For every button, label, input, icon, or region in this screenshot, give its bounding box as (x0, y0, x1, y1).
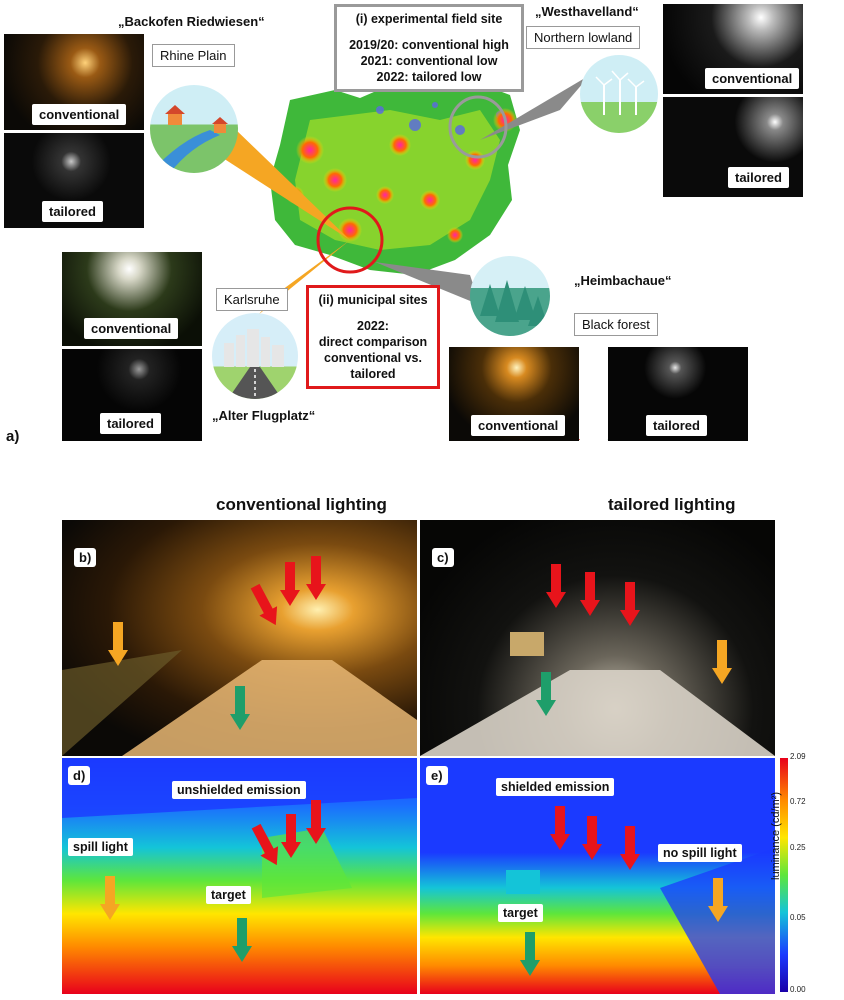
photo-alter-flugplatz-tailored: tailored (62, 349, 202, 441)
site-name-westhavelland: „Westhavelland“ (535, 4, 639, 19)
site-name-alter-flugplatz: „Alter Flugplatz“ (212, 408, 316, 423)
colorbar-tick: 0.05 (790, 913, 806, 922)
region-rhine-plain: Rhine Plain (152, 44, 235, 67)
rhine-plain-illustration (150, 85, 238, 173)
annotation-target: target (498, 904, 543, 922)
experimental-line: 2022: tailored low (376, 70, 482, 84)
experimental-line: 2019/20: conventional high (349, 38, 509, 52)
annotation-shielded-emission: shielded emission (496, 778, 615, 796)
experimental-site-title: (i) experimental field site (355, 12, 503, 26)
panel-c-photo: c) (420, 520, 775, 756)
photo-heimbachaue-tailored: tailored (608, 347, 748, 441)
colorbar-tick: 0.25 (790, 843, 806, 852)
photo-label-conventional: conventional (32, 104, 127, 125)
luminance-colorbar (780, 758, 788, 992)
photo-westhavelland-conventional: conventional (663, 4, 803, 94)
panel-e-luminance: e) shielded emission no spill light targ… (420, 758, 775, 994)
municipal-site-title: (ii) municipal sites (318, 293, 428, 307)
photo-westhavelland-tailored: tailored (663, 97, 803, 197)
municipal-site-box: (ii) municipal sites 2022: direct compar… (306, 285, 440, 389)
photo-label-tailored: tailored (646, 415, 707, 436)
annotation-no-spill-light: no spill light (658, 844, 742, 862)
panel-d-luminance: d) unshielded emission spill light targe… (62, 758, 417, 994)
annotation-target: target (206, 886, 251, 904)
colorbar-title: luminance (cd/m²) (770, 791, 782, 880)
photo-alter-flugplatz-conventional: conventional (62, 252, 202, 346)
municipal-line: tailored (350, 367, 396, 381)
panel-e-label: e) (426, 766, 448, 785)
photo-label-tailored: tailored (42, 201, 103, 222)
experimental-line: 2021: conventional low (360, 54, 498, 68)
panel-b-photo: b) (62, 520, 417, 756)
panel-a-label: a) (6, 428, 20, 445)
wind-turbine-illustration (580, 55, 658, 133)
site-name-backofen: „Backofen Riedwiesen“ (118, 14, 265, 29)
region-northern-lowland: Northern lowland (526, 26, 641, 49)
region-black-forest: Black forest (574, 313, 658, 336)
panel-b-label: b) (74, 548, 97, 567)
black-forest-illustration (470, 256, 550, 336)
photo-backofen-tailored: tailored (4, 133, 144, 228)
city-road-illustration (212, 313, 298, 399)
photo-label-tailored: tailored (100, 413, 161, 434)
annotation-spill-light: spill light (68, 838, 133, 856)
municipal-line: 2022: (357, 319, 389, 333)
municipal-line: conventional vs. (324, 351, 422, 365)
photo-heimbachaue-conventional: conventional (449, 347, 579, 441)
colorbar-tick: 0.72 (790, 797, 806, 806)
municipal-line: direct comparison (318, 335, 428, 349)
photo-backofen-conventional: conventional (4, 34, 144, 130)
site-name-heimbachaue: „Heimbachaue“ (574, 273, 672, 288)
colorbar-tick: 2.09 (790, 752, 806, 761)
heading-tailored-lighting: tailored lighting (608, 495, 736, 514)
panel-d-label: d) (68, 766, 91, 785)
colorbar-tick: 0.00 (790, 985, 806, 994)
region-karlsruhe: Karlsruhe (216, 288, 288, 311)
experimental-site-box: (i) experimental field site 2019/20: con… (334, 4, 524, 92)
heading-conventional-lighting: conventional lighting (216, 495, 387, 514)
photo-label-conventional: conventional (471, 415, 566, 436)
annotation-unshielded-emission: unshielded emission (172, 781, 306, 799)
photo-label-tailored: tailored (728, 167, 789, 188)
panel-c-label: c) (432, 548, 454, 567)
photo-label-conventional: conventional (84, 318, 179, 339)
photo-label-conventional: conventional (705, 68, 800, 89)
